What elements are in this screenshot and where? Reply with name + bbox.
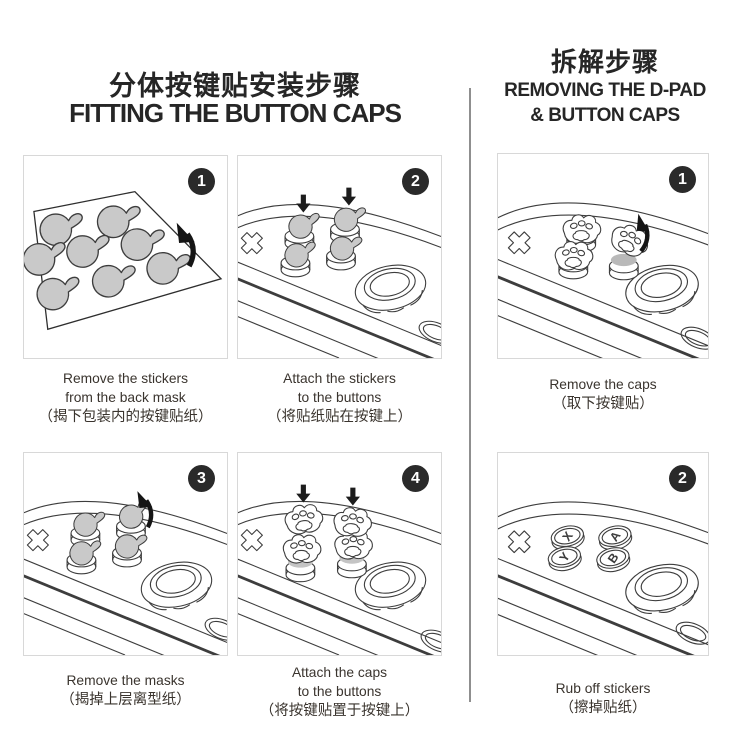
step-badge: 2 xyxy=(402,168,429,195)
step-number: 4 xyxy=(411,469,420,487)
caption-line: （擦掉贴纸） xyxy=(559,700,647,716)
caption-removing-1: Remove the caps （取下按键贴） xyxy=(497,375,709,415)
caption-line: Remove the caps xyxy=(549,377,657,392)
step-panel-fitting-4: 4 xyxy=(237,452,442,656)
paw-button-cap xyxy=(554,241,594,271)
side-button-ring xyxy=(201,613,227,646)
controller-outline xyxy=(498,201,708,358)
caption-line: （取下按键贴） xyxy=(552,396,654,412)
caption-line: Attach the stickers xyxy=(283,371,396,386)
press-down-arrow-icon xyxy=(296,484,311,503)
left-title-zh: 分体按键贴安装步骤 xyxy=(109,71,361,101)
right-title-zh: 拆解步骤 xyxy=(550,47,659,77)
step-number: 1 xyxy=(197,172,206,190)
right-title-en-line1: REMOVING THE D-PAD xyxy=(504,80,706,101)
caption-line: Attach the caps xyxy=(291,665,388,680)
step-number: 1 xyxy=(678,170,687,188)
caption-fitting-4: Attach the caps to the buttons （将按键贴置于按键… xyxy=(237,663,442,722)
illustration-remove-caps xyxy=(498,201,708,358)
press-down-arrow-icon xyxy=(296,194,311,213)
step-panel-removing-2: X A Y B 2 xyxy=(497,452,709,656)
caption-line: （揭掉上层离型纸） xyxy=(60,692,191,708)
step-number: 3 xyxy=(197,469,206,487)
step-number: 2 xyxy=(678,469,687,487)
caption-fitting-1: Remove the stickers from the back mask （… xyxy=(23,369,228,428)
paw-button-cap xyxy=(562,214,602,244)
illustration-attach-caps xyxy=(238,484,441,655)
step-badge: 3 xyxy=(188,465,215,492)
caption-line: to the buttons xyxy=(297,390,382,405)
step-panel-fitting-1: 1 xyxy=(23,155,228,359)
caption-fitting-3: Remove the masks （揭掉上层离型纸） xyxy=(23,671,228,711)
caption-line: Remove the masks xyxy=(66,673,185,688)
caption-line: from the back mask xyxy=(65,390,186,405)
paw-button-cap-floating xyxy=(283,502,325,536)
step-panel-removing-1: 1 xyxy=(497,153,709,359)
side-button-ring xyxy=(415,316,441,349)
caption-removing-2: Rub off stickers （擦掉贴纸） xyxy=(497,679,709,719)
caption-line: to the buttons xyxy=(297,684,382,699)
caption-line: （将贴纸贴在按键上） xyxy=(267,409,412,425)
caption-line: Remove the stickers xyxy=(63,371,188,386)
press-down-arrow-icon xyxy=(341,187,357,206)
section-divider xyxy=(469,88,471,702)
illustration-rub-off-stickers: X A Y B xyxy=(498,500,708,655)
controller-outline xyxy=(498,500,708,655)
caption-line: （揭下包装内的按键贴纸） xyxy=(38,409,213,425)
paw-button-cap xyxy=(282,534,322,564)
paw-button-cap-floating xyxy=(332,505,374,539)
step-panel-fitting-3: 3 xyxy=(23,452,228,656)
step-badge: 1 xyxy=(669,166,696,193)
caption-line: Rub off stickers xyxy=(555,681,651,696)
side-button-ring xyxy=(672,617,708,650)
step-badge: 4 xyxy=(402,465,429,492)
step-number: 2 xyxy=(411,172,420,190)
illustration-sticker-sheet xyxy=(24,190,223,331)
right-title-en-line2: & BUTTON CAPS xyxy=(530,105,680,126)
caption-line: （将按键贴置于按键上） xyxy=(259,703,420,719)
step-badge: 1 xyxy=(188,168,215,195)
side-button-ring xyxy=(677,322,708,355)
press-down-arrow-icon xyxy=(345,487,360,506)
step-panel-fitting-2: 2 xyxy=(237,155,442,359)
exposed-sticker xyxy=(610,253,637,267)
step-badge: 2 xyxy=(669,465,696,492)
left-title-en: FITTING THE BUTTON CAPS xyxy=(69,98,402,128)
caption-fitting-2: Attach the stickers to the buttons （将贴纸贴… xyxy=(237,369,442,428)
